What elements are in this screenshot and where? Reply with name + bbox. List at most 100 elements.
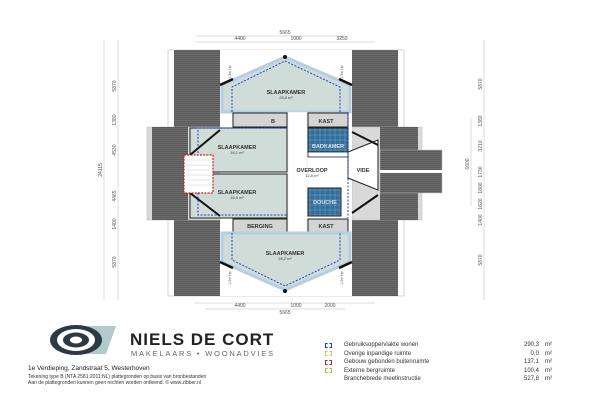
legend-unit: m² (545, 342, 552, 349)
room-label: KAST (319, 119, 335, 125)
usable-area-outline (197, 127, 287, 216)
room-b (232, 112, 288, 128)
dormer-gap (380, 170, 442, 173)
dim-label: 1400 (478, 214, 484, 225)
legend-swatch-icon (325, 368, 332, 374)
dim-label: 5870 (112, 256, 118, 267)
dim-label: 4400 (234, 36, 245, 42)
wall (219, 77, 234, 87)
room-label: VIDE (357, 168, 370, 174)
area-legend: Gebruiksoppervlakte wonen 290,3 m² Overi… (325, 341, 600, 384)
room-area: 12,8 m² (305, 173, 319, 178)
room-area: 28,2 m² (278, 256, 292, 261)
legend-swatch-icon (325, 351, 332, 357)
legend-unit: m² (545, 359, 552, 366)
dim-label: 1400 (112, 218, 118, 229)
ridge-marker (283, 289, 287, 293)
usable-area-outline (231, 233, 341, 287)
dim-label: 4400 (234, 303, 245, 309)
usable-area-outline (231, 60, 341, 112)
dim-label: 3250 (336, 36, 347, 42)
stair-treads (186, 159, 211, 186)
room-area: 16,9 m² (230, 195, 244, 200)
dim-label: 1380 (478, 115, 484, 126)
legend-label: Externe bergruimte (344, 367, 396, 374)
legend-value: 100,4 (523, 367, 539, 374)
dim-label: 1800 (478, 182, 484, 193)
room-slaapkamer-bottom (220, 231, 352, 292)
dim-label: 1000 (290, 303, 301, 309)
dim-label: 4465 (112, 190, 118, 201)
legend-row: Overige inpandige ruimte 0,0 m² (325, 350, 600, 359)
legend-spacer (325, 377, 332, 382)
room-slaapkamer-left-top (189, 127, 288, 173)
room-label: BADKAMER (312, 144, 344, 150)
room-label: SLAAPKAMER (266, 251, 305, 257)
legend-label: Gebruiksoppervlakte wonen (344, 342, 419, 349)
drawing-type-note: Tekening type B (NTA 2581:2011:NL) platt… (28, 374, 207, 380)
legend-label: Gebouw gebonden buitenruimte (344, 359, 430, 366)
legend-value: 0,0 (530, 350, 539, 357)
wall (338, 77, 353, 87)
legend-row: Externe bergruimte 100,4 m² (325, 367, 600, 376)
balcony-stairs (183, 154, 214, 194)
wall (189, 129, 221, 156)
wall (189, 192, 221, 217)
dim-label: 4530 (112, 144, 118, 155)
legend-value: 290,3 (523, 342, 539, 349)
dim-label: 1730 (478, 166, 484, 177)
ridge-marker (283, 55, 287, 59)
wall (338, 260, 353, 270)
legend-swatch-icon (325, 342, 332, 348)
legend-unit: m² (545, 367, 552, 374)
room-area: 16,1 m² (230, 150, 244, 155)
height-marker: 1,5m Hp (228, 65, 232, 78)
legend-row: Gebruiksoppervlakte wonen 290,3 m² (325, 341, 600, 350)
dim-label: 3210 (478, 140, 484, 151)
height-marker: 1,5m Hp (228, 271, 232, 284)
sink-counter (307, 151, 349, 158)
brand-logo (50, 325, 116, 355)
legend-value: 137,1 (523, 359, 539, 366)
dim-label: 5665 (279, 30, 290, 36)
dim-label: 2000 (324, 303, 335, 309)
legend-unit: m² (545, 350, 552, 357)
dim-label: 1380 (112, 114, 118, 125)
dim-label: 24115 (98, 163, 104, 177)
disclaimer-note: Aan de plattegronden kunnen geen rechten… (28, 380, 201, 386)
wall (351, 194, 379, 214)
room-label: SLAAPKAMER (267, 90, 306, 96)
roof-left-wing (152, 127, 188, 220)
room-label: BERGING (247, 224, 273, 230)
room-label: KAST (319, 224, 335, 230)
room-slaapkamer-left-bottom (189, 173, 288, 219)
dim-label: 1000 (290, 36, 301, 42)
legend-row: Gebouw gebonden buitenruimte 137,1 m² (325, 358, 600, 367)
room-label: OVERLOOP (296, 168, 328, 174)
dim-label: 1620 (478, 198, 484, 209)
legend-swatch-icon (325, 359, 332, 365)
dim-label: 5665 (279, 310, 290, 316)
room-label: SLAAPKAMER (218, 145, 257, 151)
room-douche (307, 187, 342, 217)
wall (351, 131, 379, 146)
room-label: DOUCHE (313, 200, 337, 206)
room-area: 28,8 m² (279, 95, 293, 100)
dim-label: 5870 (478, 254, 484, 265)
brand-tagline: MAKELAARS • WOONADVIES (131, 349, 275, 358)
height-marker: 1,5m Hp (340, 65, 344, 78)
dim-label: 5870 (478, 78, 484, 89)
dim-label: 5870 (112, 80, 118, 91)
legend-unit: m² (545, 376, 552, 383)
floor-plan: SLAAPKAMER 28,8 m² SLAAPKAMER 16,1 m² SL… (98, 30, 485, 316)
legend-value: 527,8 (523, 376, 539, 383)
brand-name: NIELS DE CORT (130, 330, 275, 349)
dim-label: 6600 (465, 158, 471, 169)
height-marker: 1,5m Hp (340, 271, 344, 284)
legend-label: Branchebrede meetinstructie (344, 376, 421, 383)
room-label: SLAAPKAMER (218, 190, 257, 196)
legend-row-total: Branchebrede meetinstructie 527,8 m² (325, 375, 600, 384)
wall (219, 260, 234, 270)
legend-label: Overige inpandige ruimte (344, 350, 412, 357)
room-label: B (271, 119, 275, 125)
